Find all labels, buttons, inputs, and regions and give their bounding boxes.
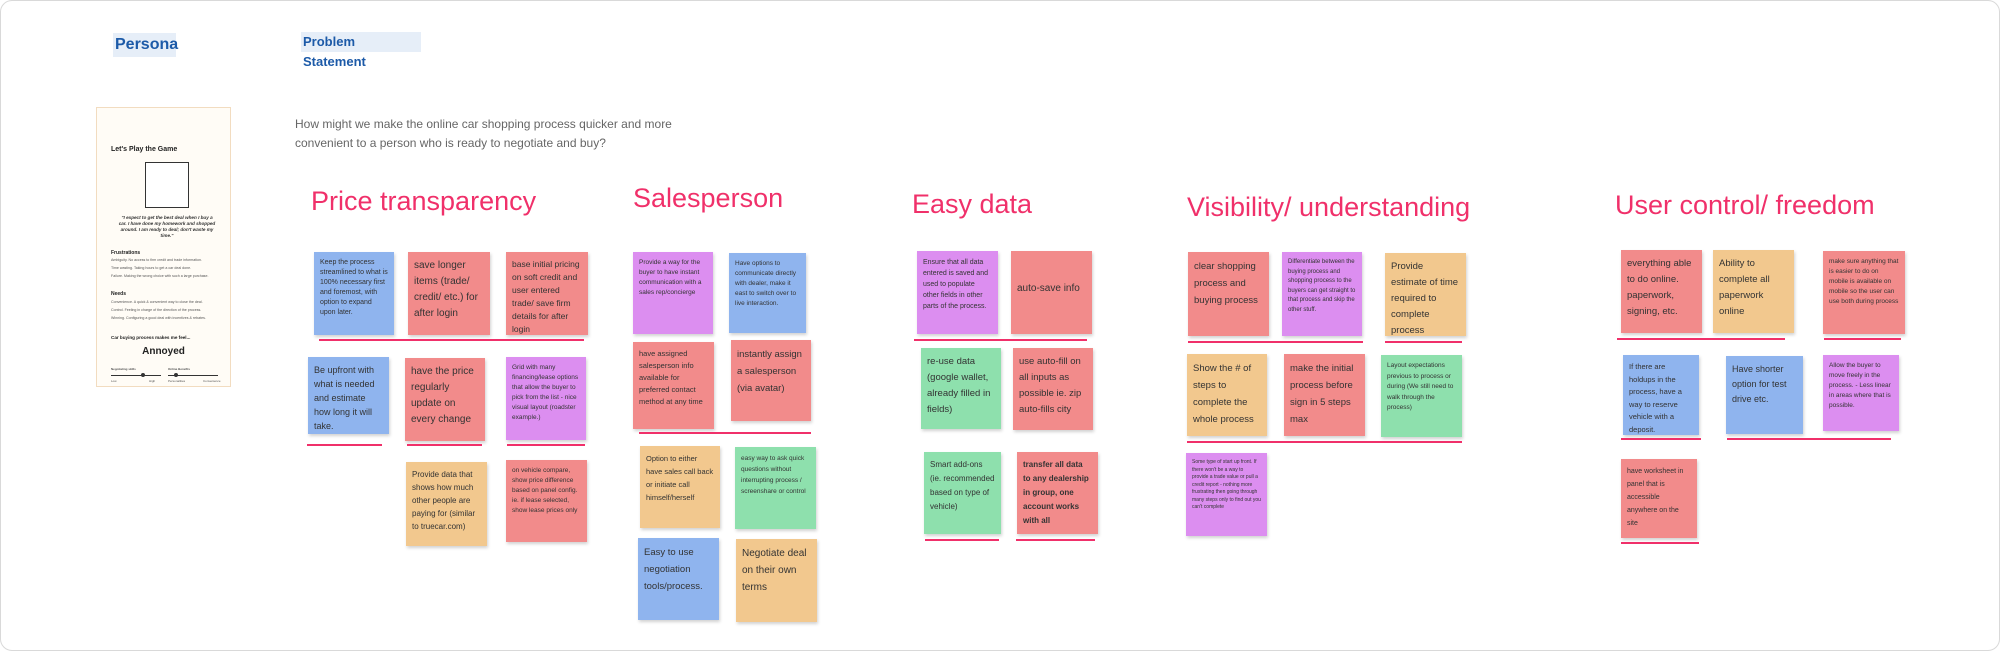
sticky-note[interactable]: Show the # of steps to complete the whol… (1187, 354, 1267, 436)
persona-card[interactable]: Let's Play the Game "I expect to get the… (96, 107, 231, 387)
negotiating-skills-slider (111, 375, 161, 376)
group-underline (1188, 341, 1363, 343)
persona-label[interactable]: Persona (113, 33, 178, 57)
sticky-note[interactable]: Ensure that all data entered is saved an… (917, 251, 998, 334)
sticky-note[interactable]: Layout expectations previous to process … (1381, 355, 1462, 437)
group-underline (1187, 441, 1462, 443)
sticky-note[interactable]: use auto-fill on all inputs as possible … (1013, 348, 1093, 430)
need-item: Convenience. A quick & convenient way to… (111, 300, 203, 304)
sticky-note[interactable]: transfer all data to any dealership in g… (1017, 452, 1098, 534)
frustrations-heading: Frustrations (111, 250, 141, 256)
sticky-note[interactable]: Provide estimate of time required to com… (1385, 253, 1466, 336)
heading-visibility-understanding[interactable]: Visibility/ understanding (1187, 192, 1471, 222)
problem-question[interactable]: How might we make the online car shoppin… (295, 117, 672, 150)
slider-knob (141, 373, 145, 377)
sticky-note[interactable]: Allow the buyer to move freely in the pr… (1823, 355, 1899, 431)
sticky-note[interactable]: instantly assign a salesperson (via avat… (731, 340, 811, 421)
sticky-note[interactable]: Be upfront with what is needed and estim… (308, 357, 389, 434)
group-underline (1621, 438, 1701, 440)
sticky-note[interactable]: Provide a way for the buyer to have inst… (633, 252, 713, 334)
group-underline (639, 432, 811, 434)
sticky-note[interactable]: Have shorter option for test drive etc. (1726, 356, 1803, 434)
slider-low-label: Low (111, 379, 117, 383)
sticky-note[interactable]: auto-save info (1011, 251, 1092, 334)
group-underline (319, 339, 584, 341)
sticky-note[interactable]: easy way to ask quick questions without … (735, 447, 816, 529)
group-underline (507, 444, 585, 446)
frustration-item: Time wasting. Taking hours to get a car … (111, 266, 192, 270)
heading-easy-data[interactable]: Easy data (912, 189, 1033, 219)
need-item: Control. Feeling in charge of the direct… (111, 308, 202, 312)
sticky-note[interactable]: Smart add-ons (ie. recommended based on … (924, 452, 1001, 534)
group-underline (1824, 338, 1901, 340)
group-underline (307, 444, 382, 446)
sticky-note[interactable]: Have options to communicate directly wit… (729, 253, 806, 333)
group-underline (1385, 341, 1462, 343)
heading-user-control-freedom[interactable]: User control/ freedom (1615, 190, 1875, 220)
group-underline (407, 444, 482, 446)
slider-label: Negotiating skills (111, 367, 136, 371)
feeling-value: Annoyed (142, 346, 185, 357)
sticky-note[interactable]: on vehicle compare, show price differenc… (506, 460, 587, 542)
slider-low-label: Personalities (168, 379, 186, 383)
sticky-note[interactable]: save longer items (trade/ credit/ etc.) … (408, 252, 490, 335)
frustration-item: Ambiguity. No access to firm credit and … (111, 258, 203, 262)
sticky-note[interactable]: Grid with many financing/lease options t… (506, 357, 586, 440)
sticky-note[interactable]: base initial pricing on soft credit and … (506, 252, 588, 335)
needs-heading: Needs (111, 291, 127, 297)
sticky-note[interactable]: Easy to use negotiation tools/process. (638, 538, 719, 620)
sticky-note[interactable]: make the initial process before sign in … (1284, 354, 1365, 436)
heading-salesperson[interactable]: Salesperson (633, 183, 784, 213)
group-underline (914, 339, 1087, 341)
group-underline (925, 539, 999, 541)
frustration-item: Failure. Making the wrong choice with su… (111, 274, 209, 278)
slider-knob (174, 373, 178, 377)
slider-label: Online Benefits (168, 367, 191, 371)
sticky-note[interactable]: Differentiate between the buying process… (1282, 252, 1362, 336)
sticky-note[interactable]: have worksheet in panel that is accessib… (1621, 459, 1697, 538)
sticky-note[interactable]: If there are holdups in the process, hav… (1623, 355, 1699, 435)
group-underline (1621, 542, 1699, 544)
sticky-note[interactable]: have assigned salesperson info available… (633, 342, 714, 429)
sticky-note[interactable]: have the price regularly update on every… (405, 358, 485, 441)
sticky-note[interactable]: Keep the process streamlined to what is … (314, 252, 394, 335)
group-underline (1016, 539, 1095, 541)
persona-card-title: Let's Play the Game (111, 146, 178, 153)
sticky-note[interactable]: everything able to do online. paperwork,… (1621, 250, 1702, 333)
persona-quote: "I expect to get the best deal when I bu… (118, 215, 216, 238)
slider-high-label: Convenience (203, 379, 221, 383)
sticky-note[interactable]: re-use data (google wallet, already fill… (921, 348, 1001, 429)
feeling-heading: Car buying process makes me feel... (111, 335, 191, 340)
sticky-note[interactable]: Provide data that shows how much other p… (406, 462, 487, 546)
persona-photo-placeholder (145, 162, 189, 208)
online-benefits-slider (168, 375, 218, 376)
group-underline (1617, 338, 1785, 340)
sticky-note[interactable]: Ability to complete all paperwork online (1713, 250, 1794, 333)
need-item: Winning. Configuring a good deal with in… (111, 316, 206, 320)
sticky-note[interactable]: clear shopping process and buying proces… (1188, 252, 1269, 336)
sticky-note[interactable]: Option to either have sales call back or… (640, 446, 720, 528)
slider-high-label: High (149, 379, 156, 383)
heading-price-transparency[interactable]: Price transparency (311, 186, 537, 216)
sticky-note[interactable]: Negotiate deal on their own terms (736, 539, 817, 622)
sticky-note[interactable]: Some type of start up front. If there wo… (1186, 453, 1267, 536)
group-underline (1727, 438, 1891, 440)
problem-statement-label[interactable]: Problem Statement (301, 32, 421, 69)
sticky-note[interactable]: make sure anything that is easier to do … (1823, 251, 1905, 334)
